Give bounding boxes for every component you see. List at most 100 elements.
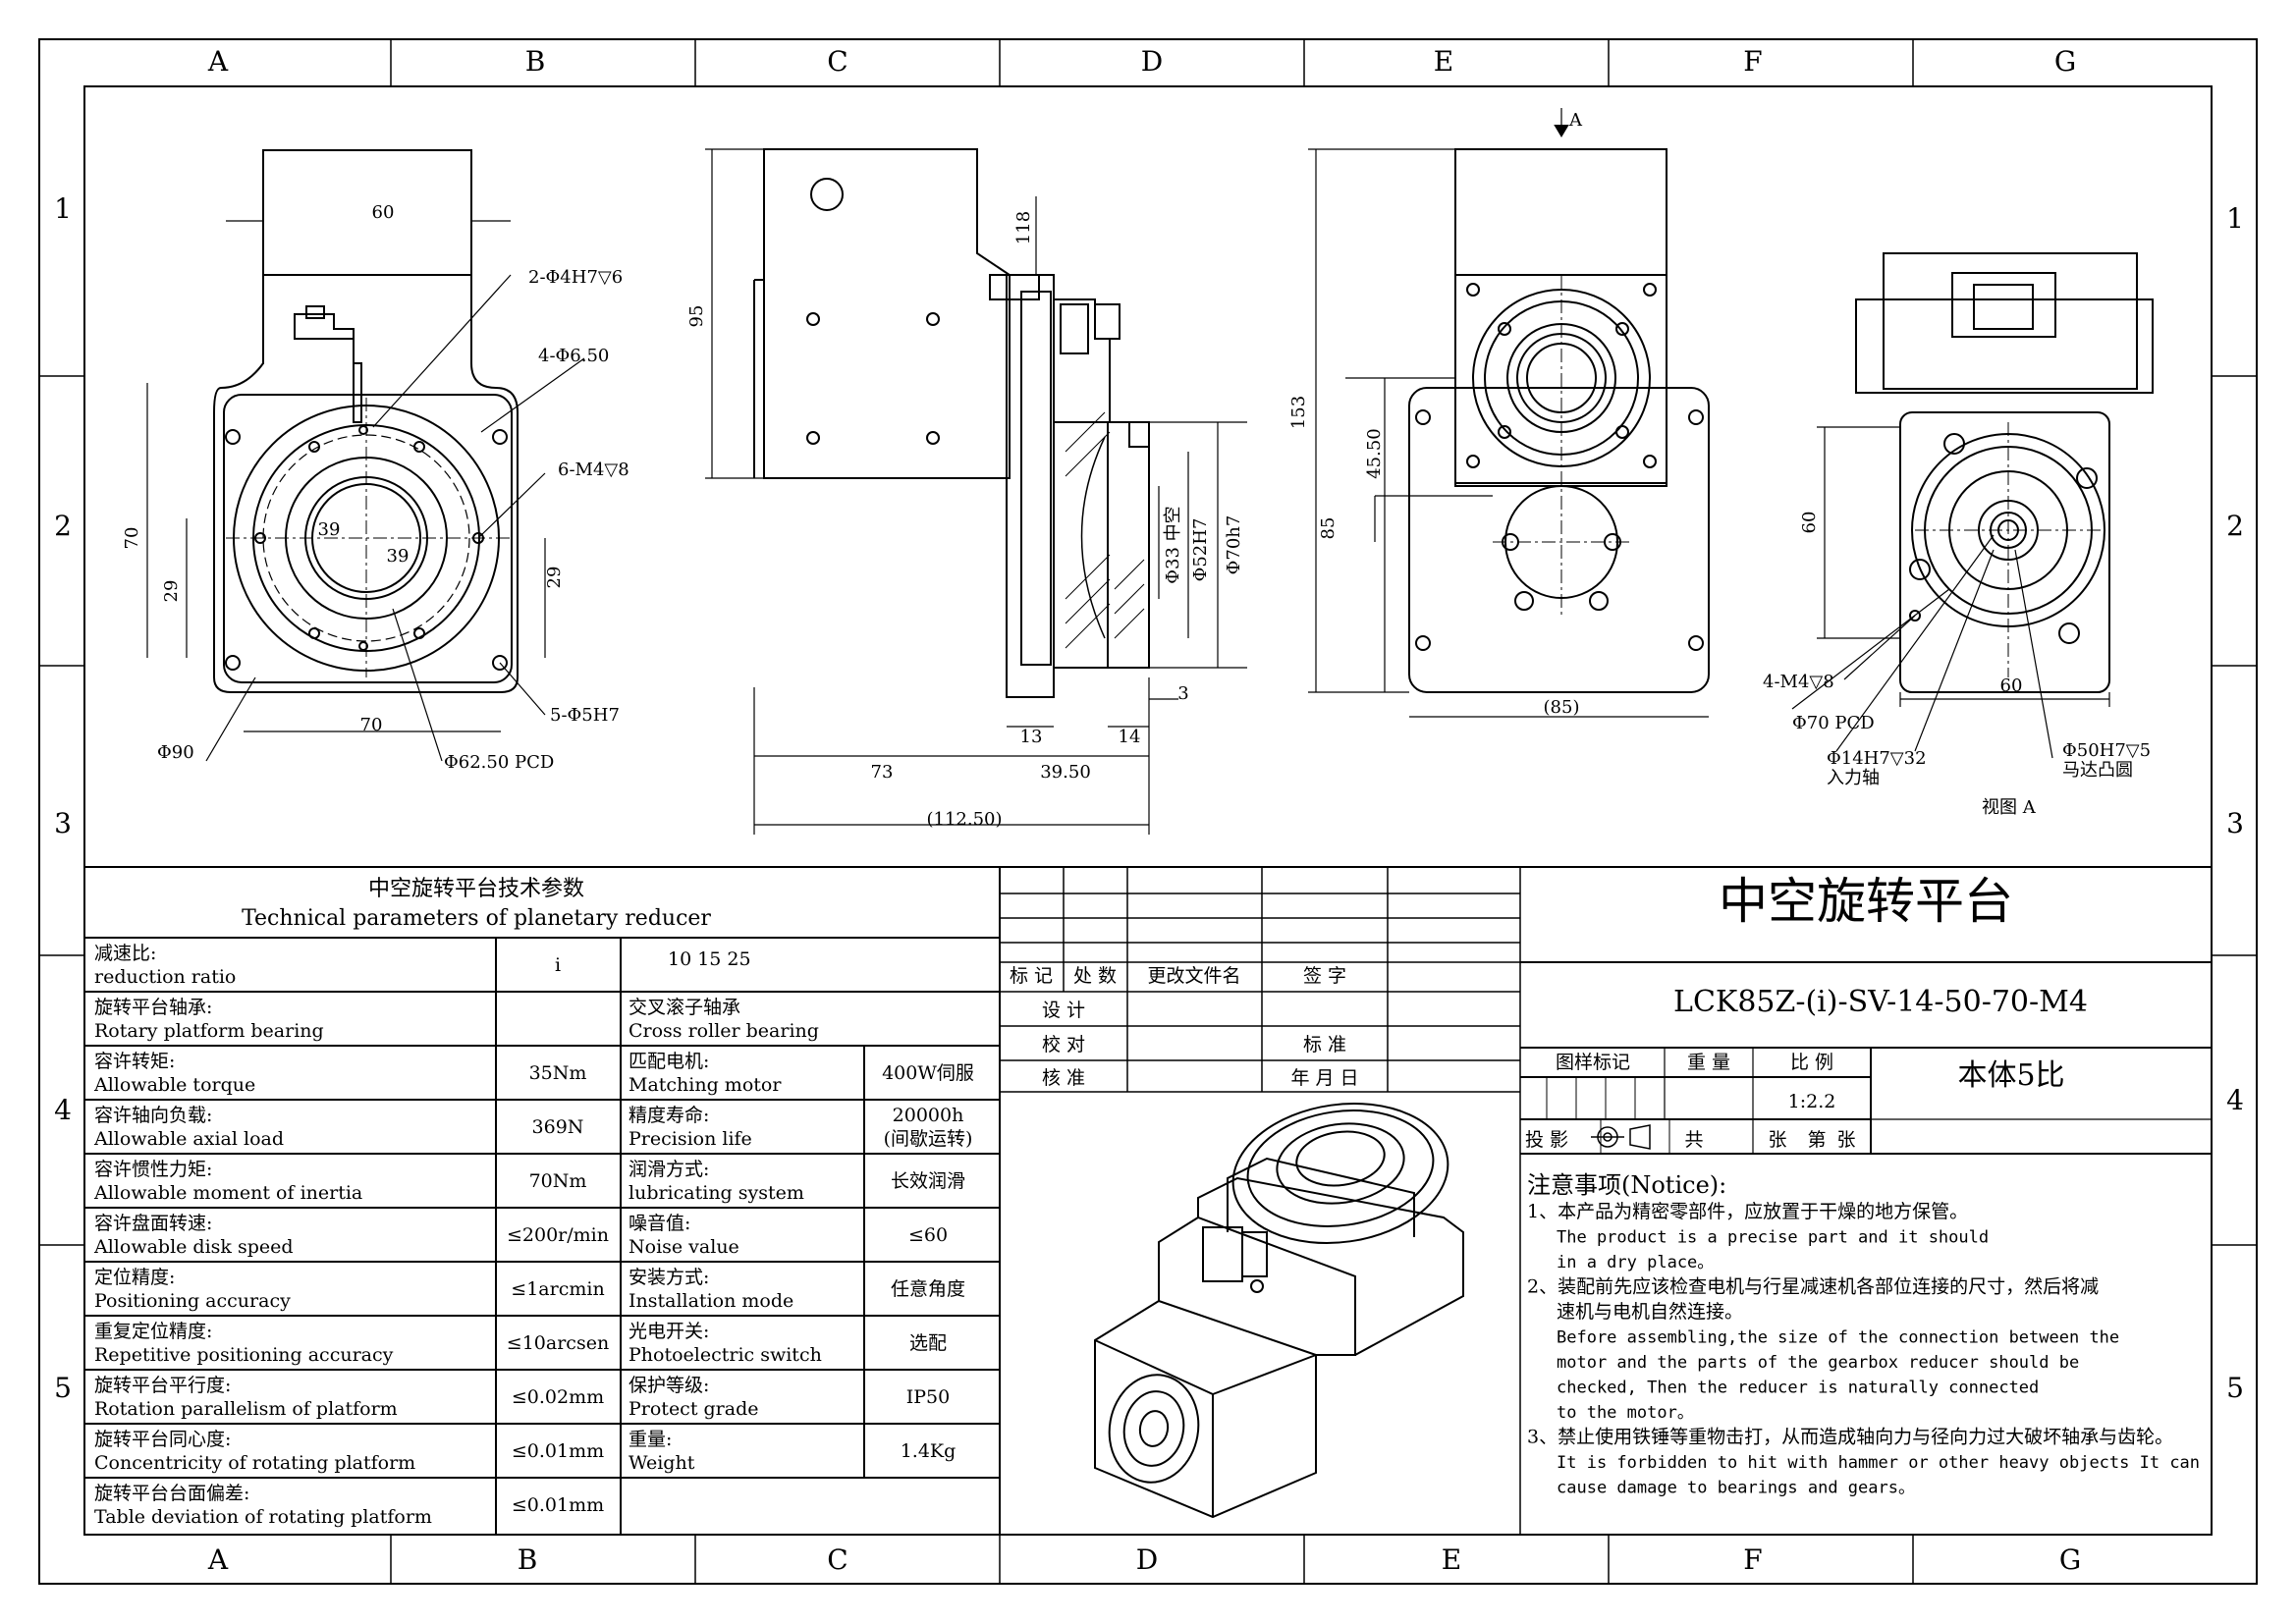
col-label: C — [827, 45, 847, 78]
rev-header: 更改文件名 — [1147, 965, 1240, 987]
front-view — [146, 149, 585, 762]
dim-label: 95 — [686, 305, 707, 328]
param-cn: 减速比: — [94, 943, 156, 964]
dim-label: 5-Φ5H7 — [550, 705, 620, 726]
param-en: Allowable moment of inertia — [93, 1182, 362, 1204]
param-en: reduction ratio — [94, 966, 236, 988]
rev-cell: 校 对 — [1042, 1034, 1085, 1055]
sheet-label: 张 — [1836, 1129, 1855, 1151]
projection-label: 投 影 — [1525, 1129, 1568, 1151]
param-c2en: Noise value — [629, 1236, 739, 1258]
row-label: 1 — [2226, 202, 2244, 235]
notice-line: 2、装配前先应该检查电机与行星减速机各部位连接的尺寸，然后将减 — [1527, 1276, 2099, 1298]
dim-label: A — [1568, 110, 1583, 131]
param-en: Allowable disk speed — [93, 1236, 294, 1258]
dim-label: Φ70h7 — [1224, 515, 1244, 575]
rev-cell: 标 准 — [1303, 1034, 1346, 1055]
param-c2cn: 精度寿命: — [629, 1105, 709, 1126]
param-c2cn: 光电开关: — [629, 1321, 709, 1342]
dim-label: 70 — [122, 527, 142, 550]
rev-header: 标 记 — [1010, 965, 1053, 987]
tb-header: 图样标记 — [1556, 1052, 1630, 1073]
params-table — [84, 866, 2212, 1535]
param-en: Allowable axial load — [93, 1128, 284, 1150]
param-cn: 容许转矩: — [94, 1051, 175, 1072]
dim-label: 29 — [161, 580, 182, 603]
param-val: 35Nm — [529, 1062, 587, 1084]
col-label: A — [207, 45, 229, 78]
param-c2en: Matching motor — [629, 1074, 782, 1096]
revision-block — [1000, 867, 1521, 1535]
param-c2val: 选配 — [909, 1332, 947, 1354]
param-cn: 容许轴向负载: — [94, 1105, 212, 1126]
rev-cell: 设 计 — [1042, 1000, 1085, 1021]
param-cn: 旋转平台轴承: — [94, 997, 212, 1018]
param-en: Rotary platform bearing — [94, 1020, 324, 1042]
dim-label: 39 — [387, 546, 410, 567]
model-number: LCK85Z-(i)-SV-14-50-70-M4 — [1673, 985, 2088, 1019]
param-cn: 旋转平台同心度: — [94, 1429, 231, 1450]
dim-label: 13 — [1020, 727, 1043, 747]
param-c2val: IP50 — [906, 1386, 950, 1408]
notice-line: 1、本产品为精密零部件，应放置于干燥的地方保管。 — [1527, 1201, 1968, 1222]
param-val: ≤200r/min — [507, 1224, 609, 1246]
dim-label: Φ14H7▽32 — [1827, 748, 1927, 769]
param-c2cn: 噪音值: — [629, 1213, 690, 1234]
dim-label: 60 — [1799, 512, 1820, 534]
dim-label: 14 — [1119, 727, 1141, 747]
param-cn: 定位精度: — [94, 1267, 175, 1288]
notice-line: cause damage to bearings and gears。 — [1557, 1479, 1915, 1498]
dim-label: 2-Φ4H7▽6 — [528, 267, 623, 288]
param-cn: 旋转平台台面偏差: — [94, 1483, 249, 1504]
title-block — [1520, 961, 2212, 1155]
notice-line: in a dry place。 — [1557, 1253, 1714, 1272]
row-label: 4 — [2226, 1084, 2244, 1116]
param-en: Table deviation of rotating platform — [94, 1506, 432, 1528]
motor-view — [1791, 252, 2154, 759]
notice-line: Before assembling,the size of the connec… — [1557, 1328, 2119, 1348]
param-val: 369N — [532, 1116, 584, 1138]
rev-header: 签 字 — [1303, 965, 1346, 987]
dim-label: 39.50 — [1040, 762, 1091, 783]
dim-label: (112.50) — [926, 809, 1002, 830]
row-label: 2 — [54, 510, 72, 542]
notice-title: 注意事项(Notice): — [1527, 1171, 1726, 1199]
dim-label: 马达凸圆 — [2062, 760, 2133, 781]
dim-label: 39 — [318, 519, 341, 540]
row-label: 3 — [54, 807, 72, 839]
row-label: 3 — [2226, 807, 2244, 839]
col-label: D — [1136, 1543, 1158, 1576]
dim-label: 4-Φ6.50 — [538, 346, 609, 366]
dim-label: 入力轴 — [1827, 768, 1880, 788]
dim-label: Φ70 PCD — [1792, 713, 1875, 733]
col-label: G — [2054, 45, 2076, 78]
projection-icon — [1591, 1124, 1651, 1150]
col-label: E — [1442, 1543, 1461, 1576]
param-en: Concentricity of rotating platform — [94, 1452, 415, 1474]
dim-label: Φ52H7 — [1190, 518, 1211, 582]
params-title-en: Technical parameters of planetary reduce… — [242, 906, 711, 931]
param-en: Allowable torque — [93, 1074, 255, 1096]
sheet-label: 共 — [1684, 1129, 1703, 1151]
param-c2en: Cross roller bearing — [629, 1020, 819, 1042]
param-c2val: 1.4Kg — [901, 1440, 957, 1462]
col-label: B — [525, 45, 546, 78]
param-val: ≤0.01mm — [512, 1494, 604, 1516]
param-c2en: Protect grade — [629, 1398, 758, 1420]
tb-header: 重 量 — [1687, 1052, 1730, 1073]
row-label: 1 — [54, 192, 72, 225]
dim-label: (85) — [1544, 697, 1580, 718]
param-val: ≤0.01mm — [512, 1440, 604, 1462]
row-label: 5 — [54, 1372, 72, 1404]
dim-label: Φ62.50 PCD — [444, 752, 554, 773]
param-c2cn: 重量: — [629, 1429, 672, 1450]
inner-frame — [83, 85, 2213, 1536]
row-label: 4 — [54, 1094, 72, 1126]
param-c2cn: 保护等级: — [629, 1375, 709, 1396]
param-c2val: 任意角度 — [891, 1278, 965, 1300]
outer-frame — [38, 38, 2258, 1585]
col-label: G — [2059, 1543, 2081, 1576]
view-caption: 视图 A — [1982, 797, 2037, 818]
param-cn: 重复定位精度: — [94, 1321, 212, 1342]
